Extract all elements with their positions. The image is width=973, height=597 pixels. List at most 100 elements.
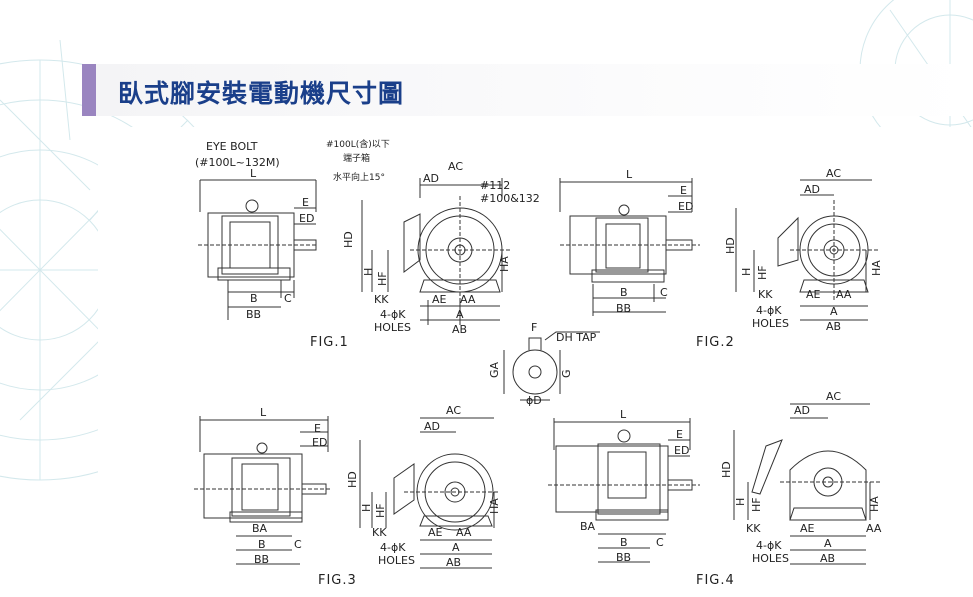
fig4-dim-h: H [734,498,747,506]
fig1-front-view [361,178,510,325]
fig2-side-view [559,178,700,316]
fig3-dim-ab: AB [446,556,461,569]
shaft-dim-g: G [560,369,573,378]
fig1-dim-l: L [250,167,257,180]
fig1-dim-bb: BB [246,308,261,321]
fig2-dim-hd: HD [724,237,737,254]
fig3-front-view [359,417,500,569]
fig1-holes-label: 4-ϕK [380,308,406,321]
fig1-caption: FIG.1 [310,335,349,350]
fig3-dim-l: L [260,406,267,419]
fig2-dim-kk: KK [758,288,773,301]
fig4-dim-ad: AD [794,404,810,417]
fig3-dim-hf: HF [374,503,387,518]
fig4-dim-b: B [620,536,628,549]
shaft-dim-ga: GA [488,361,501,378]
title-bar [82,64,973,116]
fig2-dim-a: A [830,305,838,318]
fig2-dim-e: E [680,184,687,197]
fig2-dim-ad: AD [804,183,820,196]
fig4-front-view [733,403,880,565]
fig3-holes-word: HOLES [378,554,415,567]
fig1-dim-e: E [302,196,309,209]
fig3-dim-ae: AE [428,526,443,539]
fig3-holes-label: 4-ϕK [380,541,406,554]
fig4-dim-hd: HD [720,461,733,478]
fig4-dim-hf: HF [750,497,763,512]
fig2-dim-ae: AE [806,288,821,301]
fig1-dim-c: C [284,292,292,305]
fig1-dim-a: A [456,308,464,321]
frame-112-label: #112 [480,179,510,192]
fig1-dim-hf: HF [376,271,389,286]
fig4-dim-bb: BB [616,551,631,564]
frame-100-132-label: #100&132 [480,192,540,205]
shaft-diameter-label: ϕD [526,394,542,407]
fig2-dim-aa: AA [836,288,852,301]
fig4-caption: FIG.4 [696,573,735,588]
fig4-dim-ed: ED [674,444,689,457]
fig1-dim-b: B [250,292,258,305]
shaft-detail [503,331,600,401]
fig1-holes-word: HOLES [374,321,411,334]
title-accent [82,64,96,116]
fig2-dim-ed: ED [678,200,693,213]
fig1-dim-ed: ED [299,212,314,225]
fig3-dim-ba: BA [252,522,268,535]
fig1-side-view [198,179,318,320]
fig4-holes-label: 4-ϕK [756,539,782,552]
horizontal-up-label: 水平向上15° [333,171,385,183]
fig3-dim-ac: AC [446,404,461,417]
fig2-dim-ha: HA [870,260,883,276]
fig3-caption: FIG.3 [318,573,357,588]
fig3-dim-ha: HA [488,498,501,514]
eye-bolt-range-label: (#100L~132M) [195,156,280,169]
fig4-dim-l: L [620,408,627,421]
fig2-holes-word: HOLES [752,317,789,330]
fig4-dim-c: C [656,536,664,549]
fig2-dim-hf: HF [756,265,769,280]
fig2-dim-bb: BB [616,302,631,315]
fig3-side-view [194,416,330,565]
fig3-dim-b: B [258,538,266,551]
fig3-dim-bb: BB [254,553,269,566]
fig2-front-view [735,179,880,321]
shaft-tap-label: DH TAP [556,331,597,344]
fig3-dim-ad: AD [424,420,440,433]
fig1-dim-kk: KK [374,293,389,306]
fig3-dim-h: H [360,504,373,512]
drawing-panel [98,127,973,597]
fig4-dim-ab: AB [820,552,835,565]
fig2-dim-b: B [620,286,628,299]
fig2-dim-ac: AC [826,167,841,180]
fig3-dim-c: C [294,538,302,551]
fig3-dim-aa: AA [456,526,472,539]
fig3-dim-hd: HD [346,471,359,488]
fig2-dim-l: L [626,168,633,181]
terminal-note: #100L(含)以下 [326,138,390,150]
fig4-dim-aa: AA [866,522,882,535]
fig3-dim-kk: KK [372,526,387,539]
eye-bolt-label: EYE BOLT [206,140,258,153]
terminal-box-label: 端子箱 [343,152,370,164]
fig2-dim-c: C [660,286,668,299]
fig4-dim-ae: AE [800,522,815,535]
fig1-dim-ha: HA [498,256,511,272]
fig4-dim-kk: KK [746,522,761,535]
fig2-dim-h: H [740,268,753,276]
fig2-holes-label: 4-ϕK [756,304,782,317]
fig4-dim-ha: HA [868,496,881,512]
fig1-dim-hd: HD [342,231,355,248]
fig4-dim-ac: AC [826,390,841,403]
fig1-dim-h: H [362,268,375,276]
fig1-dim-ad: AD [423,172,439,185]
fig1-dim-ae: AE [432,293,447,306]
fig1-dim-aa: AA [460,293,476,306]
fig3-dim-ed: ED [312,436,327,449]
fig3-dim-e: E [314,422,321,435]
fig4-dim-a: A [824,537,832,550]
fig4-dim-e: E [676,428,683,441]
page-title: 臥式腳安裝電動機尺寸圖 [118,79,405,108]
fig1-dim-ab: AB [452,323,467,336]
